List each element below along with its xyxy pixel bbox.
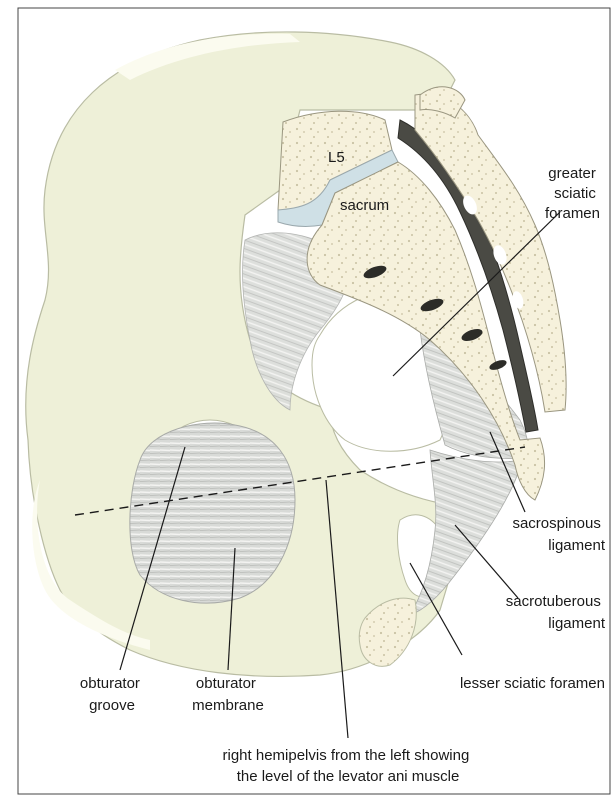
label-sacrotuberous-ligament: sacrotuberous ligament bbox=[506, 593, 606, 632]
label-obturator-membrane: obturator membrane bbox=[192, 675, 264, 714]
figure-caption: right hemipelvis from the left showing t… bbox=[223, 747, 474, 785]
label-lesser-sciatic-foramen: lesser sciatic foramen bbox=[460, 675, 605, 692]
label-obturator-groove: obturator groove bbox=[80, 675, 144, 714]
label-l5: L5 bbox=[328, 149, 345, 166]
label-greater-sciatic-foramen: greater sciatic foramen bbox=[545, 165, 600, 222]
label-sacrospinous-ligament: sacrospinous ligament bbox=[512, 515, 605, 554]
obturator-membrane-shape bbox=[130, 423, 295, 603]
label-sacrum: sacrum bbox=[340, 197, 389, 214]
